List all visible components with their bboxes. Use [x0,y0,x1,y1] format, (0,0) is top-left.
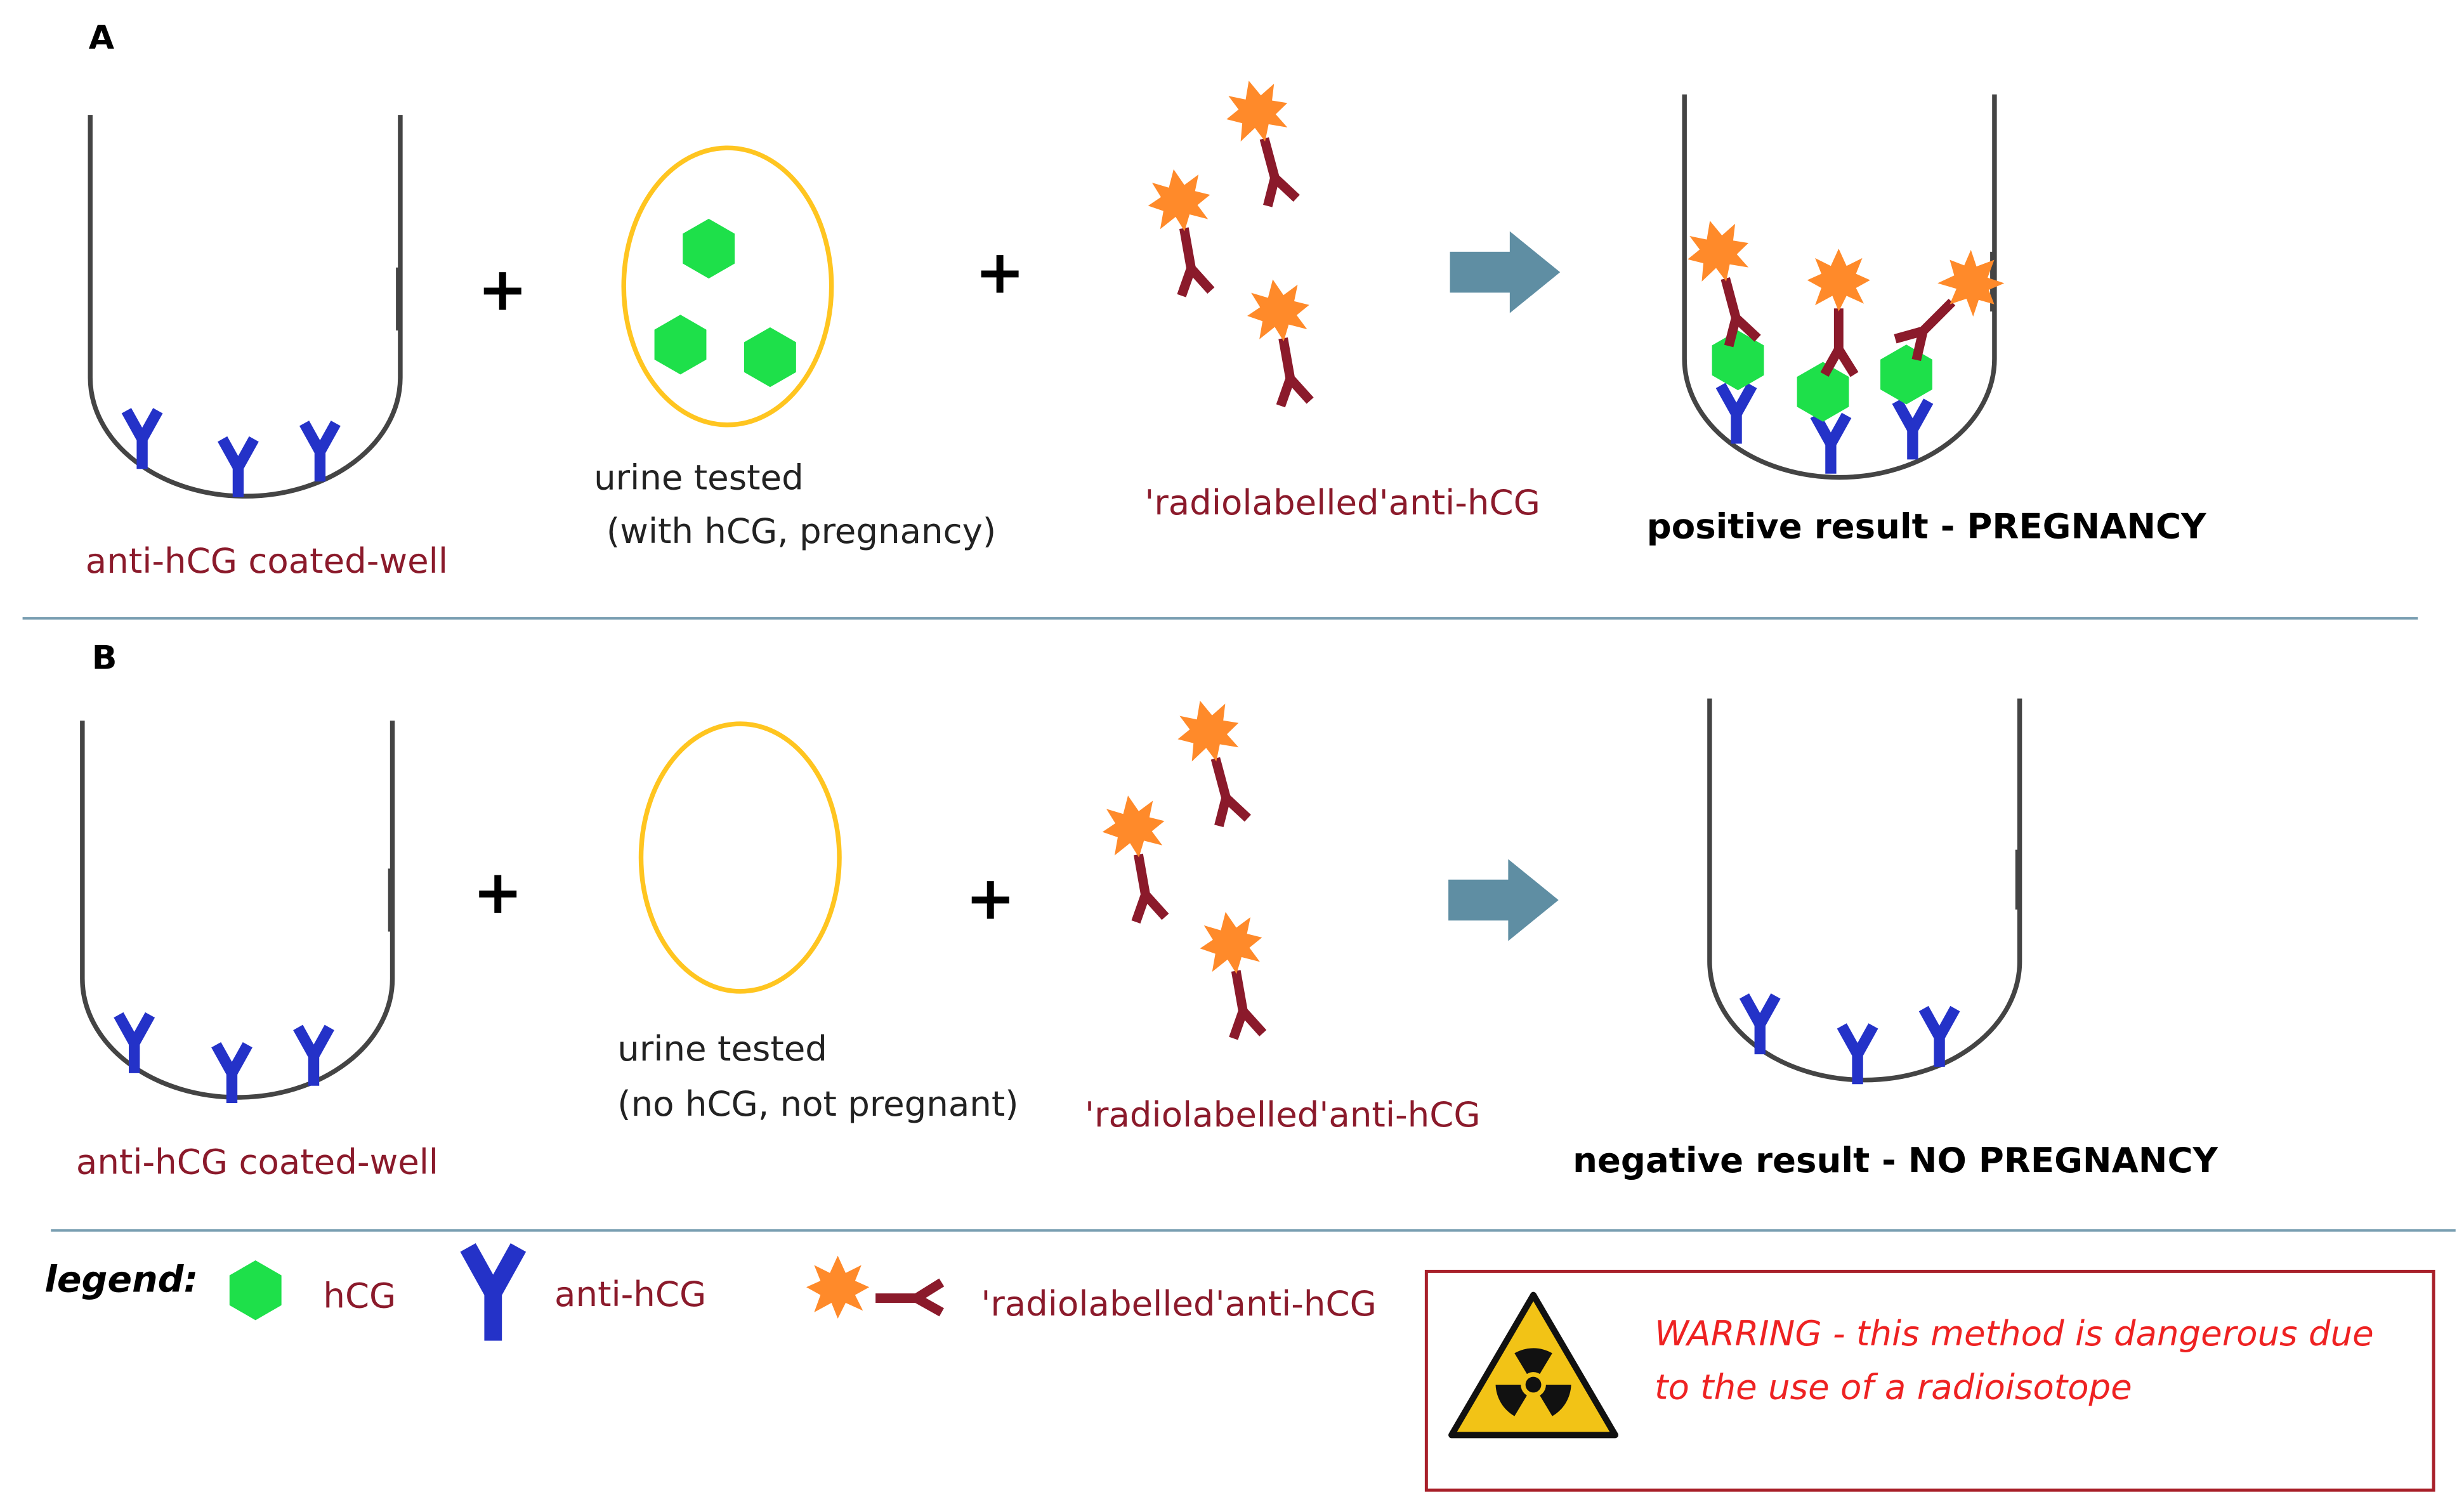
result-well-b [1707,698,2022,1084]
urine-label-line1: urine tested [594,457,804,498]
starburst-radiolabel-icon [1218,72,1296,150]
hexagon-hcg-icon [683,218,735,279]
coated-well-b [80,721,395,1103]
right-arrow-icon [1448,859,1559,941]
result-label: positive result - PREGNANCY [1647,506,2207,546]
coated-well-a [88,115,403,499]
panel-a: A anti-hCG coated-well + urine tested (w… [86,19,2207,581]
legend: legend: hCG anti-hCG 'radiolabelled'anti… [44,1248,1377,1341]
radiolabelled-antibodies-a [1143,72,1325,408]
starburst-radiolabel-icon [1143,164,1216,237]
warning-box: WARRING - this method is dangerous due t… [1424,1269,2435,1492]
plus-sign: + [966,865,1016,934]
legend-radio-label: 'radiolabelled'anti-hCG [981,1283,1377,1324]
well-label: anti-hCG coated-well [86,540,448,581]
starburst-radiolabel-icon [1194,906,1268,980]
panel-b: B anti-hCG coated-well + urine tested (n… [76,639,2219,1182]
radiolabelled-label: 'radiolabelled'anti-hCG [1085,1094,1481,1135]
starburst-radiolabel-icon [1097,790,1170,863]
starburst-radiolabel-icon [1679,212,1757,290]
urine-label-line1: urine tested [617,1028,827,1069]
well-outline [88,115,403,499]
legend-hcg-label: hCG [323,1275,396,1316]
urine-sample-b [638,721,842,994]
plus-sign: + [975,238,1025,307]
well-label: anti-hCG coated-well [76,1142,438,1182]
plus-sign: + [478,256,528,325]
urine-label-line2: (no hCG, not pregnant) [617,1083,1018,1124]
antibody-y-icon [216,1045,248,1103]
urine-label-line2: (with hCG, pregnancy) [606,511,996,551]
starburst-radiolabel-icon [1242,273,1315,347]
antibody-y-icon [1744,996,1776,1054]
antibody-y-icon [1815,415,1847,474]
right-arrow-icon [1450,231,1561,313]
result-well-a [1679,94,2017,480]
well-outline [1707,698,2022,1083]
hexagon-hcg-icon [654,315,707,375]
antibody-y-icon [305,423,336,481]
panel-b-letter: B [92,639,117,677]
urine-sample-a [621,145,834,428]
urine-outline [638,721,842,994]
result-label: negative result - NO PREGNANCY [1573,1140,2218,1180]
panel-a-letter: A [89,19,115,57]
legend-title: legend: [44,1259,198,1301]
legend-antibody-label: anti-hCG [554,1274,706,1314]
starburst-radiolabel-icon [806,1255,870,1319]
antibody-y-icon [1897,402,1929,460]
radiation-hazard-icon [1448,1291,1619,1439]
radiolabelled-label: 'radiolabelled'anti-hCG [1144,482,1540,523]
antibody-y-icon [468,1248,518,1341]
warning-line2: to the use of a radioisotope [1655,1366,2132,1407]
antibody-y-icon [1720,386,1752,444]
warning-border [1424,1269,2435,1492]
antibody-y-icon [119,1015,150,1073]
well-outline [1682,94,1997,480]
hexagon-hcg-icon [1880,344,1932,405]
antibody-y-icon [1842,1026,1873,1084]
warning-line1: WARRING - this method is dangerous due [1655,1313,2374,1354]
hexagon-hcg-icon [229,1260,282,1321]
urine-outline [621,145,834,428]
starburst-radiolabel-icon [1807,248,1870,312]
antibody-y-icon [223,439,254,497]
starburst-radiolabel-icon [1169,692,1247,770]
hexagon-hcg-icon [744,327,796,388]
radiolabelled-antibodies-b [1097,692,1278,1042]
plus-sign: + [473,858,523,927]
